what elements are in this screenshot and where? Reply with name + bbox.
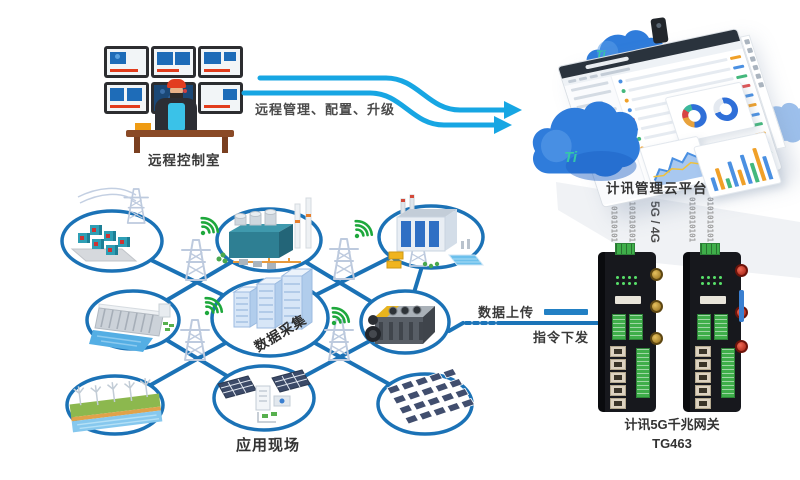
remote-arrow-bottom: [241, 90, 499, 128]
upload-label: 数据上传: [478, 305, 535, 320]
sim-slot: [700, 296, 726, 304]
accent-strip: [739, 290, 744, 322]
io-terminal: [629, 314, 643, 340]
dashboard-window: [557, 28, 787, 208]
ethernet-ports: [695, 346, 711, 409]
ethernet-ports: [610, 346, 626, 409]
gateway-model: TG463: [652, 435, 692, 451]
gateway-device-left: [598, 243, 663, 412]
datalink-line: [447, 309, 602, 333]
remote-arrows: [241, 75, 522, 134]
download-label: 指令下发: [533, 330, 590, 345]
factory-icon: [216, 197, 312, 269]
antenna-icon: [735, 264, 748, 277]
pylon-icon: [180, 319, 210, 361]
sim-slot: [615, 296, 641, 304]
substation-icon: [70, 187, 149, 262]
led-indicators: [616, 276, 642, 285]
pylon-icon: [329, 238, 359, 280]
operator-desk: [126, 130, 234, 137]
desk-leg: [222, 137, 228, 153]
binary-stream: 0101010101: [687, 197, 697, 243]
led-indicators: [701, 276, 727, 285]
cloud-platform-label: 计讯管理云平台: [606, 181, 708, 196]
hard-hat-icon: [167, 79, 186, 88]
engine-icon: [365, 305, 435, 344]
serial-terminal: [721, 348, 735, 398]
gateway-name: 计讯5G千兆网关: [624, 417, 720, 432]
arrowhead-top-icon: [504, 101, 522, 119]
gateway-device-right: [683, 243, 748, 412]
wifi-icon: [346, 216, 376, 246]
control-room-label: 远程控制室: [148, 153, 221, 168]
antenna-icon: [735, 340, 748, 353]
binary-stream: 0101010101: [609, 197, 619, 243]
io-terminal: [697, 314, 711, 340]
water-plant-icon: [386, 194, 485, 269]
site-label: 应用现场: [236, 436, 300, 454]
monitor: [104, 46, 149, 78]
gateway-label: 计讯5G千兆网关 TG463: [586, 416, 758, 454]
power-terminal: [700, 243, 720, 255]
binary-stream: 0101010101: [627, 197, 637, 243]
remote-arrow-top: [257, 75, 509, 113]
network-tech-label: 5G / 4G: [648, 201, 662, 244]
io-terminal: [714, 314, 728, 340]
monitor: [104, 82, 149, 114]
cloud-large-icon: Ti: [532, 101, 640, 181]
antenna-icon: [650, 268, 663, 281]
serial-terminal: [636, 348, 650, 398]
operator-chair: [168, 103, 185, 131]
arrowhead-bottom-icon: [494, 116, 512, 134]
antenna-icon: [650, 300, 663, 313]
monitor: [198, 82, 243, 114]
monitor: [151, 46, 196, 78]
antenna-icon: [650, 332, 663, 345]
operator-headset: [170, 93, 183, 98]
wind-farm-icon: [69, 378, 163, 433]
area-chart: [638, 135, 713, 195]
ti-logo-medium: Ti: [596, 49, 607, 61]
monitor: [198, 46, 243, 78]
desk-item: [135, 123, 151, 131]
desk-leg: [134, 137, 140, 153]
hydro-dam-icon: [89, 303, 174, 352]
server-hub-icon: [232, 268, 314, 330]
remote-link-label: 远程管理、配置、升级: [255, 102, 396, 117]
pylon-icon: [181, 239, 211, 281]
io-terminal: [612, 314, 626, 340]
power-terminal: [615, 243, 635, 255]
binary-stream: 0101010101: [705, 197, 715, 243]
ti-logo-large: Ti: [564, 149, 578, 166]
solar-station-icon: [217, 369, 311, 423]
